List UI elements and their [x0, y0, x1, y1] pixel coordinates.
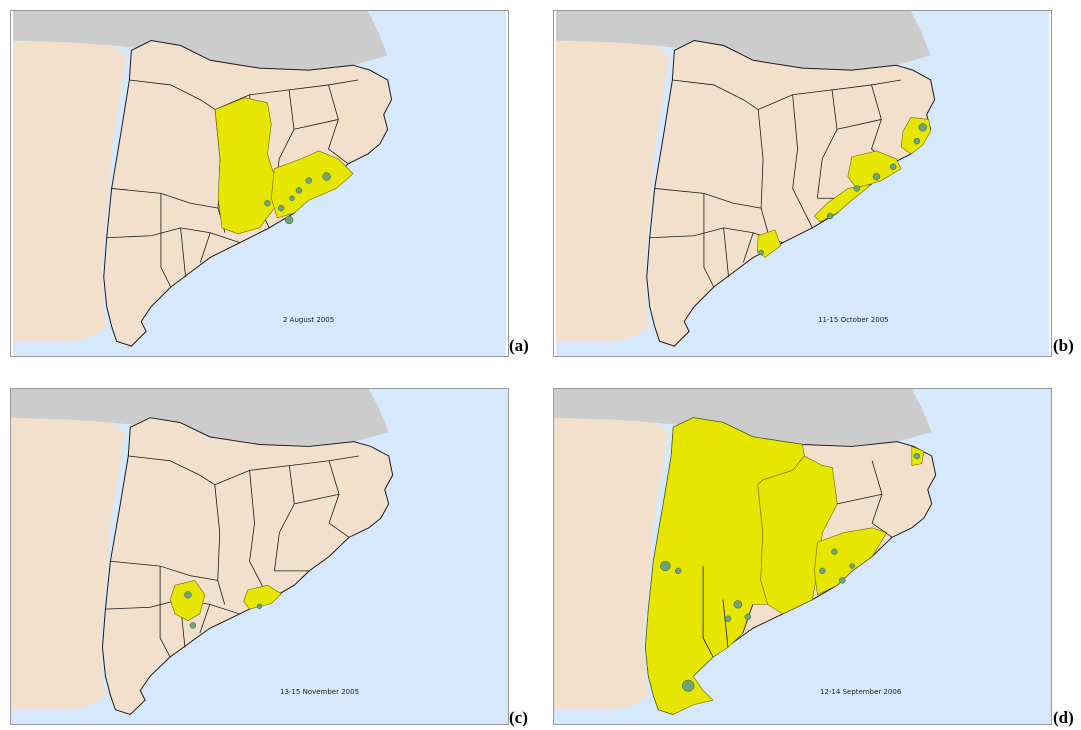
map-date-d: 12-14 September 2006: [820, 688, 902, 696]
affected-areas: [660, 452, 921, 692]
affected-regions: [756, 117, 931, 258]
catalonia-map-b: [556, 11, 1049, 356]
affected-regions: [169, 580, 282, 621]
catalonia-map-c: [11, 389, 508, 724]
map-date-b: 11-15 October 2005: [818, 316, 889, 324]
catalonia-land: [101, 417, 394, 715]
foreign-territory: [556, 11, 931, 71]
panel-label-c: (c): [509, 708, 528, 727]
affected-areas: [264, 172, 331, 225]
map-frame-a: [10, 10, 509, 357]
map-frame-c: [10, 388, 509, 725]
catalonia-land: [646, 40, 936, 347]
neighbouring-land: [556, 40, 670, 342]
neighbouring-land: [554, 417, 669, 710]
panel-label-a: (a): [509, 336, 529, 355]
affected-regions: [214, 97, 354, 235]
affected-regions: [645, 417, 925, 715]
map-frame-d: [553, 388, 1052, 725]
foreign-territory: [11, 389, 389, 447]
catalonia-map-a: [13, 11, 506, 356]
affected-areas: [184, 591, 263, 629]
panel-label-d: (d): [1053, 708, 1074, 727]
map-date-a: 2 August 2005: [283, 316, 335, 324]
neighbouring-land: [13, 40, 127, 342]
map-frame-b: [553, 10, 1052, 357]
panel-label-b: (b): [1053, 336, 1074, 355]
affected-areas: [758, 123, 927, 256]
neighbouring-land: [11, 417, 126, 710]
map-date-c: 13-15 November 2005: [280, 688, 360, 696]
foreign-territory: [13, 11, 388, 71]
catalonia-map-d: [554, 389, 1051, 724]
foreign-territory: [554, 389, 932, 447]
